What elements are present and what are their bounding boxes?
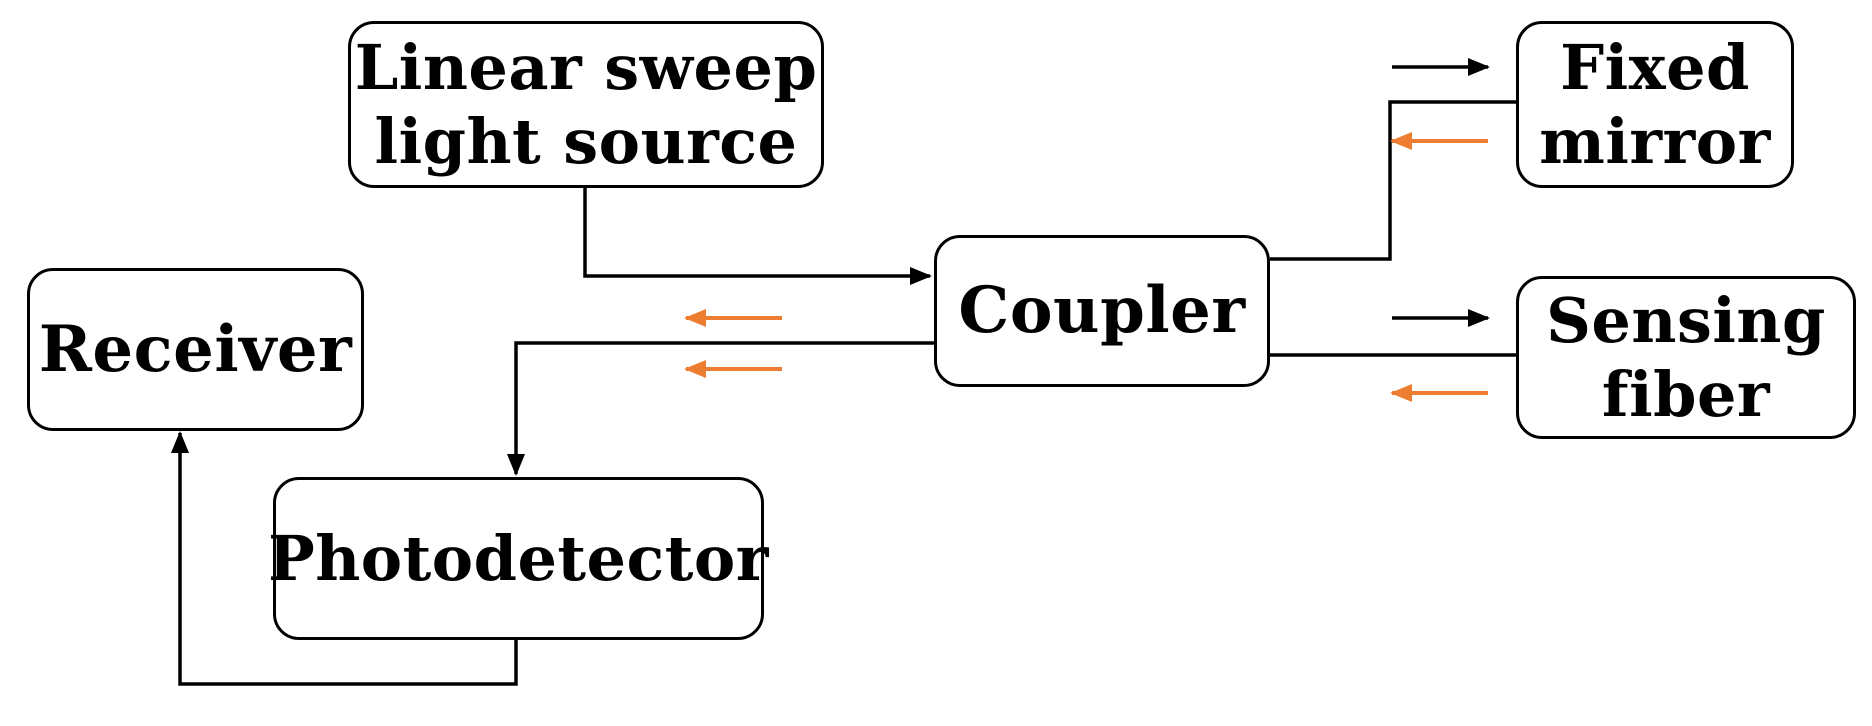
coupler-to-mirror-line (1270, 100, 1516, 261)
coupler-block: Coupler (934, 235, 1270, 387)
block-label-line: light source (374, 104, 798, 178)
coupler-to-photodetector-line (507, 341, 934, 476)
block-label-line: Coupler (958, 273, 1246, 349)
photodetector-to-receiver-line (171, 431, 518, 686)
linear-sweep-light-source-block: Linear sweep light source (348, 21, 824, 188)
photodetector-block: Photodetector (268, 477, 768, 640)
block-label-line: Sensing (1546, 284, 1826, 358)
receiver-block: Receiver (27, 268, 364, 431)
sensing-fiber-block: Sensing fiber (1516, 276, 1856, 439)
fixed-mirror-block: Fixed mirror (1516, 21, 1794, 188)
block-label-line: Receiver (38, 311, 353, 387)
source-to-coupler-line (583, 188, 932, 285)
block-label-line: Fixed (1560, 31, 1750, 105)
block-label-line: Photodetector (268, 521, 769, 595)
block-label-line: Linear sweep (354, 31, 818, 105)
block-label-line: fiber (1601, 357, 1771, 431)
block-label-line: mirror (1539, 104, 1771, 178)
